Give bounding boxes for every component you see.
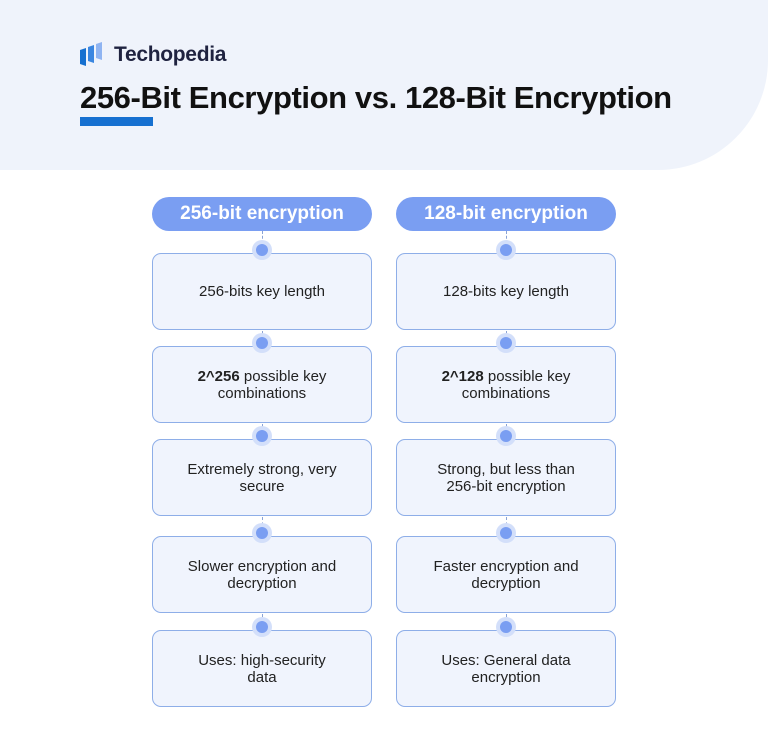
box-text: possible key combinations xyxy=(217,367,327,402)
comparison-box: Uses: General data encryption xyxy=(396,621,616,707)
comparison-box: 128-bits key length xyxy=(396,244,616,330)
connector-line xyxy=(506,231,507,253)
connector-dot xyxy=(256,430,268,442)
connector-dot xyxy=(500,430,512,442)
comparison-box: Slower encryption and decryption xyxy=(152,527,372,613)
box-text: 128-bits key length xyxy=(443,283,569,300)
page-title: 256-Bit Encryption vs. 128-Bit Encryptio… xyxy=(80,80,672,115)
connector-line xyxy=(262,231,263,253)
column-header: 128-bit encryption xyxy=(396,197,616,231)
connector-dot xyxy=(500,244,512,256)
box-bold-text: 2^256 xyxy=(197,367,240,385)
column-256: 256-bit encryption 256-bits key length 2^2… xyxy=(152,197,372,707)
connector-line xyxy=(506,517,507,536)
box-bold-text: 2^128 xyxy=(441,367,484,385)
brand-logo: Techopedia xyxy=(80,42,226,68)
comparison-box: 2^128 possible key combinations xyxy=(396,337,616,423)
connector-dot xyxy=(256,244,268,256)
comparison-box: 256-bits key length xyxy=(152,244,372,330)
column-header: 256-bit encryption xyxy=(152,197,372,231)
box-text: Slower encryption and decryption xyxy=(187,557,337,592)
comparison-box: Uses: high-security data xyxy=(152,621,372,707)
techopedia-logo-icon xyxy=(80,42,102,66)
connector-dot xyxy=(500,621,512,633)
box-text: Uses: high-security data xyxy=(198,651,326,686)
connector-dot xyxy=(256,621,268,633)
comparison-box: Strong, but less than 256-bit encryption xyxy=(396,430,616,516)
comparison-box: Faster encryption and decryption xyxy=(396,527,616,613)
connector-dot xyxy=(256,337,268,349)
comparison-box: 2^256 possible key combinations xyxy=(152,337,372,423)
brand-name: Techopedia xyxy=(114,43,227,66)
box-text: possible key combinations xyxy=(461,367,571,402)
column-128: 128-bit encryption 128-bits key length 2^1… xyxy=(396,197,616,707)
box-text: 256-bits key length xyxy=(199,283,325,300)
connector-line xyxy=(262,517,263,536)
title-underline xyxy=(80,117,153,126)
box-text: Extremely strong, very secure xyxy=(187,460,337,495)
box-text: Faster encryption and decryption xyxy=(433,557,579,592)
box-text: Strong, but less than 256-bit encryption xyxy=(437,460,575,495)
box-text: Uses: General data encryption xyxy=(441,651,571,686)
header-background xyxy=(0,0,768,170)
connector-dot xyxy=(500,337,512,349)
comparison-box: Extremely strong, very secure xyxy=(152,430,372,516)
connector-dot xyxy=(500,527,512,539)
connector-dot xyxy=(256,527,268,539)
